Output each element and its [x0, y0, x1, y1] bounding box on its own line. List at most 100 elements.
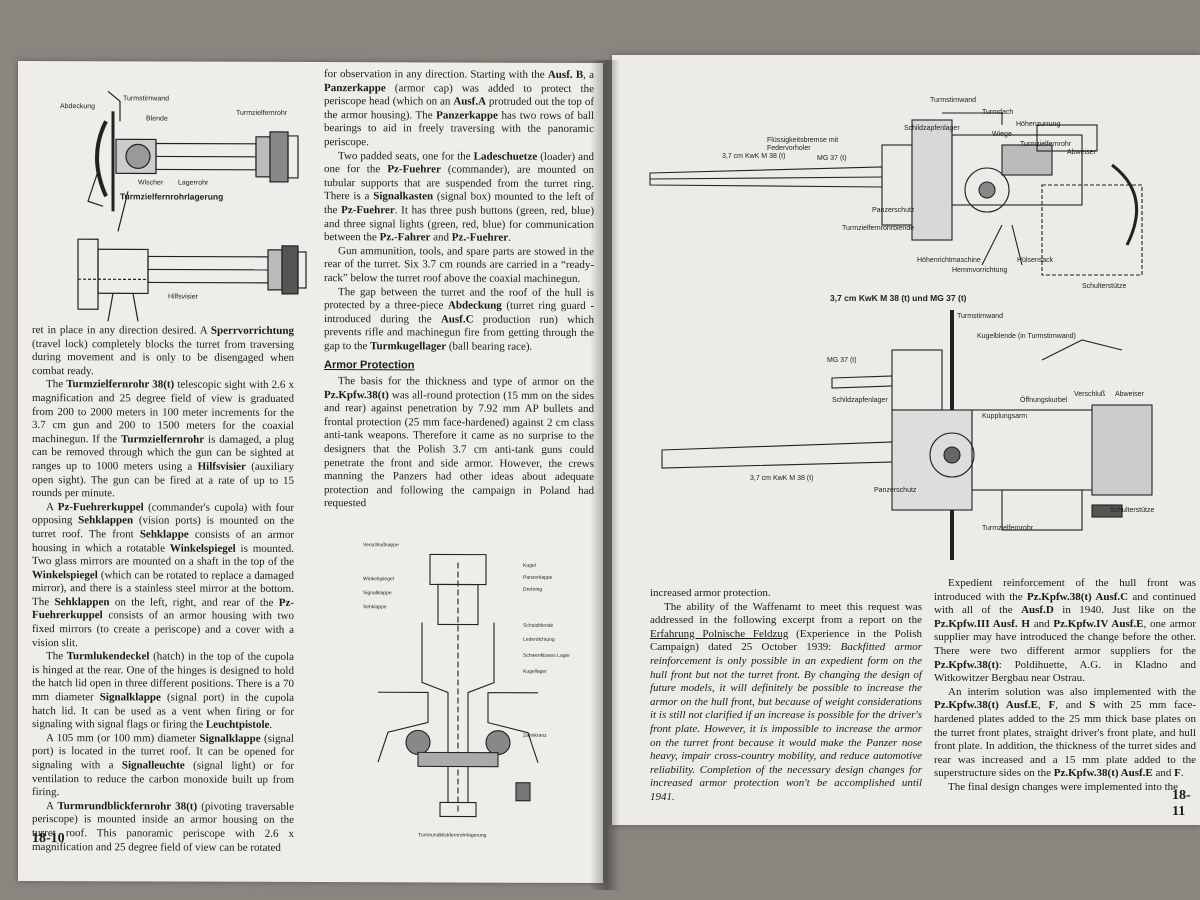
right-column-1: increased armor protection.The ability o…: [650, 587, 922, 805]
figure-title-turmzielfernrohrlagerung: Turmzielfernrohrlagerung: [120, 191, 224, 202]
text-run: and: [1029, 617, 1054, 630]
paragraph: The final design changes were implemente…: [934, 781, 1196, 795]
label-turmstirnwand-side: Turmstirnwand: [930, 97, 977, 104]
label-wiege: Wiege: [992, 131, 1012, 138]
text-run: was all-round protection (15 mm on the s…: [324, 388, 594, 510]
text-run: Ladeschuetze: [473, 150, 538, 163]
figure-gun-top-view: [661, 310, 1153, 560]
text-run: Panzerkappe: [324, 81, 386, 94]
text-run: Winkelspiegel: [169, 542, 236, 555]
label-fluessigkeitsbremse: Flüssigkeitsbremse mit Federvorholer: [767, 137, 839, 152]
label-schulterstuetze-side: Schulterstütze: [1082, 283, 1127, 290]
label-kwk-side: 3,7 cm KwK M 38 (t): [722, 153, 786, 160]
paragraph: A 105 mm (or 100 mm) diameter Signalklap…: [32, 732, 294, 801]
text-run: Ausf.A: [453, 95, 487, 108]
paragraph: A Pz-Fuehrerkuppel (commander's cupola) …: [32, 501, 294, 651]
label-lederdichtung: Lederdichtung: [523, 636, 555, 643]
text-run: Pz-Fuehrerkuppel: [57, 500, 144, 514]
figure-turmzielfernrohrlagerung: [77, 90, 307, 322]
label-hemmvorrichtung: Hemmvorrichtung: [952, 267, 1008, 274]
label-turmzielfernrohrblende: Turmzielfernrohrblende: [842, 225, 915, 232]
section-heading: Armor Protection: [324, 359, 415, 372]
right-page: Turmstirnwand Turmdach Höhenzurrung Schi…: [612, 55, 1200, 825]
paragraph: for observation in any direction. Starti…: [324, 68, 594, 151]
text-run: Backfitted armor reinforcement is only p…: [650, 641, 922, 803]
left-page: Abdeckung Turmstirnwand Turmzielfernrohr…: [18, 60, 603, 884]
text-run: Ausf. B: [547, 68, 584, 81]
text-run: Pz.Kpfw.38(t): [324, 388, 389, 401]
text-run: F: [1174, 767, 1181, 780]
text-run: Signalklappe: [199, 732, 261, 745]
text-run: S: [1089, 699, 1096, 712]
text-run: Panzerkappe: [436, 109, 498, 122]
label-schulterstuetze-top: Schulterstütze: [1110, 507, 1155, 514]
paragraph: An interim solution was also implemented…: [934, 686, 1196, 781]
text-run: An interim solution was also implemented…: [948, 685, 1196, 698]
text-run: .: [269, 719, 273, 732]
page-number-left: 18-10: [32, 831, 65, 847]
text-run: Turmrundblickfernrohr 38(t): [57, 799, 198, 813]
label-mg37-top: MG 37 (t): [827, 357, 857, 364]
text-run: Turmzielfernrohr: [121, 433, 205, 446]
text-run: (travel lock) completely blocks the turr…: [32, 337, 294, 378]
label-mg37-side: MG 37 (t): [817, 155, 847, 162]
left-column-2: for observation in any direction. Starti…: [324, 68, 594, 512]
text-run: Ausf.D: [1021, 604, 1054, 617]
label-schwenkbares-lager: Schwenkbares Lager: [523, 652, 570, 659]
paragraph: ret in place in any direction desired. A…: [32, 324, 294, 379]
text-run: Leuchtpistole: [205, 718, 270, 732]
paragraph: Expedient reinforcement of the hull fron…: [934, 577, 1196, 686]
text-run: Hilfsvisier: [197, 460, 246, 473]
label-huelsensack: Hülsensack: [1017, 257, 1054, 264]
text-run: Expedient reinforcement of the hull fron…: [934, 577, 1196, 603]
label-schildzapfenlager-side: Schildzapfenlager: [904, 125, 960, 132]
text-run: for observation in any direction. Starti…: [324, 68, 548, 81]
label-panzerschutz-side: Panzerschutz: [872, 207, 915, 214]
label-wischer: Wischer: [138, 179, 164, 187]
text-run: The basis for the thickness and type of …: [338, 375, 594, 389]
text-run: Pz.Kpfw.38(t) Ausf.C: [1026, 590, 1129, 603]
label-lagerrohr: Lagerrohr: [178, 179, 209, 187]
figure-title-gun: 3,7 cm KwK M 38 (t) und MG 37 (t): [830, 293, 967, 303]
text-run: on the left, right, and rear of the: [109, 596, 279, 609]
label-kwk-top: 3,7 cm KwK M 38 (t): [750, 475, 814, 482]
label-turmzielfernrohr-top: Turmzielfernrohr: [982, 525, 1034, 532]
label-kugellager: Kugellager: [523, 668, 547, 675]
text-run: F: [1048, 699, 1056, 712]
label-oeffnungskurbel: Öffnungskurbel: [1020, 397, 1068, 404]
label-sehklappe: Sehklappe: [363, 604, 387, 611]
paragraph: Two padded seats, one for the Ladeschuet…: [324, 150, 594, 246]
text-run: Signalklappe: [99, 691, 161, 704]
text-run: Pz.-Fuehrer: [451, 231, 509, 244]
label-hoehenrichtmaschine: Höhenrichtmaschine: [917, 257, 981, 264]
paragraph: increased armor protection.: [650, 587, 922, 601]
text-run: Sehklappe: [139, 528, 189, 541]
text-run: (ball bearing race).: [446, 340, 533, 353]
paragraph: The basis for the thickness and type of …: [324, 375, 594, 512]
label-blende: Blende: [146, 115, 168, 123]
text-run: Turmlukendeckel: [66, 650, 150, 663]
text-run: Winkelspiegel: [32, 568, 98, 581]
label-hilfsvisier: Hilfsvisier: [168, 293, 198, 301]
text-run: A: [46, 799, 58, 812]
label-schildzapfenlager-top: Schildzapfenlager: [832, 397, 888, 404]
text-run: .: [1180, 767, 1184, 780]
label-panzerkappe: Panzerkappe: [523, 574, 553, 581]
label-schutzblende: Schutzblende: [523, 622, 554, 629]
paragraph: The Turmlukendeckel (hatch) in the top o…: [32, 650, 294, 732]
label-kupplungsarm: Kupplungsarm: [982, 413, 1028, 420]
label-winkelspiegel: Winkelspiegel: [363, 576, 394, 583]
label-kugel: Kugel: [523, 562, 536, 569]
text-run: Sehklappen: [78, 514, 134, 527]
text-run: Sperrvorrichtung: [210, 324, 294, 337]
text-run: Turmzielfernrohr 38(t): [66, 378, 175, 391]
text-run: Pz.Kpfw.III Ausf. H: [934, 617, 1030, 630]
text-run: ret in place in any direction desired. A: [32, 324, 211, 337]
label-kugelblende: Kugelblende (in Turmstirnwand): [977, 333, 1076, 340]
paragraph: The Turmzielfernrohr 38(t) telescopic si…: [32, 378, 294, 501]
text-run: Ausf.C: [440, 313, 474, 326]
text-run: Signalkasten: [373, 190, 434, 203]
text-run: A 105 mm (or 100 mm) diameter: [46, 731, 200, 745]
text-run: : Poldihuette, A.G. in Kladno and Witkow…: [934, 658, 1196, 685]
text-run: Pz.Kpfw.38(t) Ausf.E: [1053, 767, 1153, 780]
